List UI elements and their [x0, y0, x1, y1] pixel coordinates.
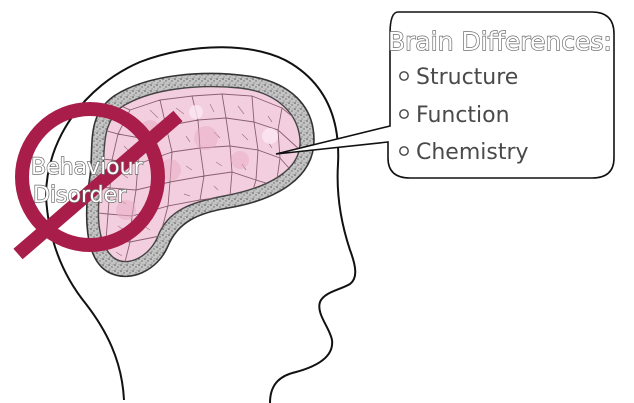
callout-item-function: Function [416, 103, 510, 128]
callout-item-chemistry: Chemistry [416, 140, 529, 165]
crossed-label-line1: Behaviour [31, 155, 144, 180]
crossed-label-line2: Disorder [33, 183, 127, 208]
callout-list: Structure Function Chemistry [400, 65, 529, 165]
callout-title: Brain Differences: [388, 27, 612, 56]
callout-item-structure: Structure [416, 65, 518, 90]
